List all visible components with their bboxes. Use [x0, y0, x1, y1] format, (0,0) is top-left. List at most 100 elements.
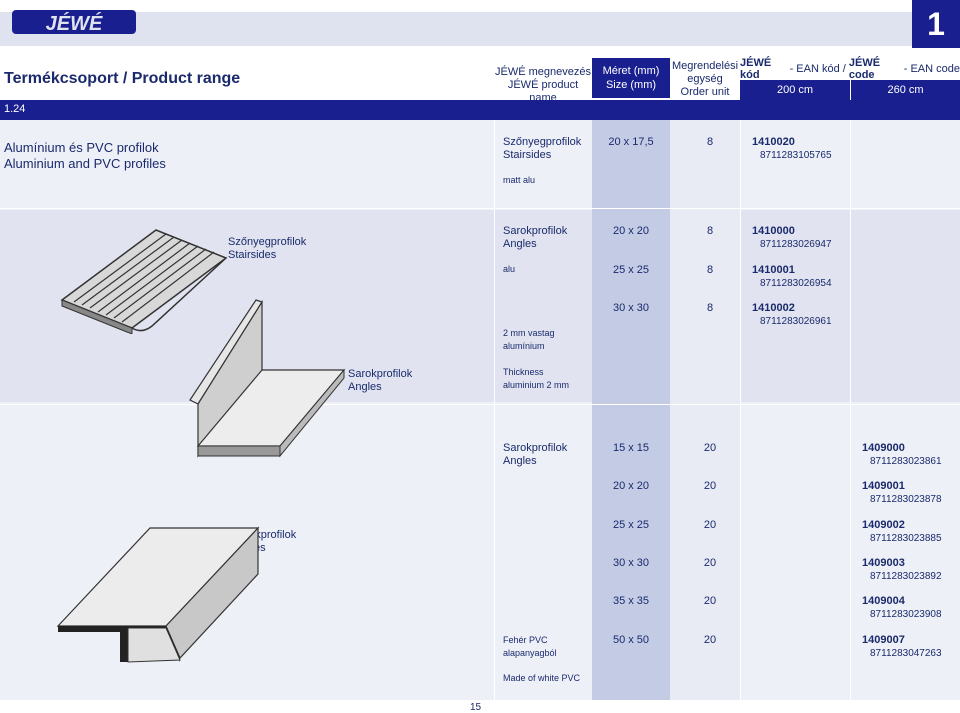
- group2-note: 2 mm vastag alumínium: [503, 327, 555, 353]
- group2-row1-code-cell: 1410000 8711283026947: [752, 225, 832, 251]
- group3-row4-code-cell: 1409003 8711283023892: [862, 557, 942, 583]
- name-header-hu: JÉWÉ megnevezés: [495, 66, 591, 78]
- group3-row2-code-cell: 1409001 8711283023878: [862, 480, 942, 506]
- group2-material: alu: [503, 264, 516, 274]
- unit-header-l3: Order unit: [680, 86, 730, 98]
- group3-row5-code-cell: 1409004 8711283023908: [862, 595, 942, 621]
- group2-row1-code: 1410000: [752, 225, 795, 237]
- group2-row3-code: 1410002: [752, 302, 795, 314]
- group3-name-en: Angles: [503, 455, 537, 467]
- pvc-angle-image: [56, 526, 260, 663]
- group3-row6-code: 1409007: [862, 634, 905, 646]
- group3-note-2: alapanyagból: [503, 648, 557, 658]
- group3-row1-code: 1409000: [862, 442, 905, 454]
- group1-unit: 8: [706, 136, 714, 148]
- group1-code-cell: 1410020 8711283105765: [752, 136, 832, 162]
- size-header-en: Size (mm): [605, 79, 657, 91]
- divider: [740, 120, 741, 700]
- group3-note-en: Made of white PVC: [503, 673, 581, 683]
- section-bar: 1.24: [0, 100, 960, 120]
- group3-row6-ean: 8711283047263: [870, 648, 942, 659]
- stairsides-label-en: Stairsides: [228, 249, 277, 261]
- unit-header: Megrendelési egység Order unit: [670, 60, 740, 99]
- group1-size: 20 x 17,5: [608, 136, 654, 148]
- group3-row5-unit: 20: [703, 595, 717, 607]
- jewe-logo: JÉWÉ: [12, 10, 136, 35]
- group3-row1-code-cell: 1409000 8711283023861: [862, 442, 942, 468]
- name-header: JÉWÉ megnevezés JÉWÉ product name: [494, 66, 592, 105]
- group2-row2-code-cell: 1410001 8711283026954: [752, 264, 832, 290]
- aluminium-angle-image: [189, 299, 346, 458]
- group3-row2-ean: 8711283023878: [870, 494, 942, 505]
- group3-row4-unit: 20: [703, 557, 717, 569]
- unit-column: [670, 120, 740, 700]
- group2-row3-unit: 8: [706, 302, 714, 314]
- group3-row6-code-cell: 1409007 8711283047263: [862, 634, 942, 660]
- group3-row2-size: 20 x 20: [612, 480, 650, 492]
- footer-page-number: 15: [470, 702, 482, 713]
- group2-name-en: Angles: [503, 238, 537, 250]
- angles-label-en: Angles: [348, 381, 382, 393]
- group3-note-1: Fehér PVC: [503, 635, 548, 645]
- category-label: Alumínium és PVC profilok Aluminium and …: [4, 140, 166, 172]
- group3-row4-code: 1409003: [862, 557, 905, 569]
- group3-row6-size: 50 x 50: [612, 634, 650, 646]
- group2-note-3: Thickness: [503, 367, 544, 377]
- divider: [494, 120, 495, 700]
- group3-row3-size: 25 x 25: [612, 519, 650, 531]
- group3-row6-unit: 20: [703, 634, 717, 646]
- group3-row1-ean: 8711283023861: [870, 456, 942, 467]
- group2-note-1: 2 mm vastag: [503, 328, 555, 338]
- group2-name-hu: Sarokprofilok: [503, 225, 568, 237]
- page-title: Termékcsoport / Product range: [4, 70, 241, 87]
- group1-name: Szőnyegprofilok Stairsides: [503, 136, 581, 162]
- category-en: Aluminium and PVC profiles: [4, 156, 166, 171]
- group3-row4-ean: 8711283023892: [870, 571, 942, 582]
- group2-row2-size: 25 x 25: [612, 264, 650, 276]
- unit-header-l1: Megrendelési: [671, 60, 739, 72]
- group3-row1-size: 15 x 15: [612, 442, 650, 454]
- angles-image-label: Sarokprofilok Angles: [348, 368, 412, 394]
- angles-label-hu: Sarokprofilok: [348, 368, 413, 380]
- divider: [850, 120, 851, 700]
- stairsides-profile-image: [60, 229, 228, 334]
- code-header-c: JÉWÉ code: [848, 57, 881, 81]
- group3-row5-ean: 8711283023908: [870, 609, 942, 620]
- logo-text: JÉWÉ: [46, 12, 103, 35]
- group3-row3-ean: 8711283023885: [870, 533, 942, 544]
- code-header-b: - EAN kód /: [786, 63, 849, 75]
- group1-ean: 8711283105765: [760, 150, 832, 161]
- group3-name: Sarokprofilok Angles: [503, 442, 567, 468]
- size-header-hu: Méret (mm): [602, 65, 660, 77]
- group1-note: matt alu: [503, 175, 536, 185]
- code-header-a: JÉWÉ kód: [740, 57, 772, 81]
- group2-row2-code: 1410001: [752, 264, 795, 276]
- group1-name-en: Stairsides: [503, 149, 552, 161]
- group3-row2-unit: 20: [703, 480, 717, 492]
- group3-note: Fehér PVC alapanyagból: [503, 634, 557, 660]
- group1-code: 1410020: [752, 136, 795, 148]
- group2-row1-ean: 8711283026947: [760, 239, 832, 250]
- group2-name: Sarokprofilok Angles: [503, 225, 567, 251]
- chapter-badge: 1: [912, 0, 960, 48]
- group3-row3-unit: 20: [703, 519, 717, 531]
- group3-row3-code: 1409002: [862, 519, 905, 531]
- group3-name-hu: Sarokprofilok: [503, 442, 568, 454]
- group2-row2-unit: 8: [706, 264, 714, 276]
- group3-row3-code-cell: 1409002 8711283023885: [862, 519, 942, 545]
- group2-note-4: aluminium 2 mm: [503, 380, 570, 390]
- header-band: [0, 12, 912, 46]
- group2-row3-code-cell: 1410002 8711283026961: [752, 302, 832, 328]
- unit-header-l2: egység: [687, 73, 723, 85]
- group2-row3-size: 30 x 30: [612, 302, 650, 314]
- length-260-header: 260 cm: [851, 80, 960, 100]
- group2-note-en: Thickness aluminium 2 mm: [503, 366, 569, 392]
- group2-note-2: alumínium: [503, 341, 545, 351]
- group2-row1-unit: 8: [706, 225, 714, 237]
- size-column: [592, 120, 670, 700]
- group3-row2-code: 1409001: [862, 480, 905, 492]
- stairsides-label-hu: Szőnyegprofilok: [228, 236, 307, 248]
- group1-name-hu: Szőnyegprofilok: [503, 136, 582, 148]
- length-200-header: 200 cm: [740, 80, 850, 100]
- group3-row5-size: 35 x 35: [612, 595, 650, 607]
